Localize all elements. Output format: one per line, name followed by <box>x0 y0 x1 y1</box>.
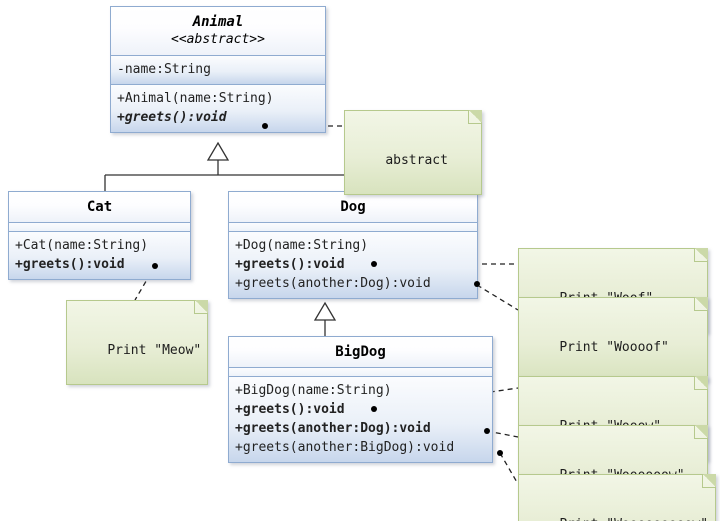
class-name-text: Animal <box>192 14 244 30</box>
class-box-cat[interactable]: Cat +Cat(name:String) +greets():void <box>8 191 191 280</box>
operation-row: +Dog(name:String) <box>235 238 369 253</box>
note-abstract[interactable]: abstract <box>344 110 482 195</box>
class-name-text: Dog <box>340 199 366 215</box>
class-operations-bigdog: +BigDog(name:String) +greets():void +gre… <box>229 377 492 462</box>
class-box-animal[interactable]: Animal <<abstract>> -name:String +Animal… <box>110 6 326 133</box>
note-fold-corner <box>694 376 708 390</box>
class-name-animal: Animal <<abstract>> <box>111 7 325 56</box>
note-fold-corner <box>694 425 708 439</box>
class-name-text: BigDog <box>335 344 386 360</box>
note-text: Print "Meow" <box>107 343 202 358</box>
operation-row: +Animal(name:String) <box>117 91 274 106</box>
operation-row: +greets():void <box>235 402 345 417</box>
operation-row: +greets(another:BigDog):void <box>235 440 455 455</box>
class-name-bigdog: BigDog <box>229 337 492 368</box>
generalization-bigdog-dog <box>313 301 337 336</box>
class-name-cat: Cat <box>9 192 190 223</box>
operation-row: +BigDog(name:String) <box>235 383 392 398</box>
operation-row: +greets():void <box>117 110 227 125</box>
note-anchor-dot <box>497 450 503 456</box>
class-name-dog: Dog <box>229 192 477 223</box>
note-text: Print "Wooooooooow" <box>559 517 708 521</box>
class-attributes-cat <box>9 223 190 232</box>
note-wooooooooow[interactable]: Print "Wooooooooow" <box>518 474 716 521</box>
class-operations-dog: +Dog(name:String) +greets():void +greets… <box>229 232 477 298</box>
note-fold-corner <box>468 110 482 124</box>
operation-row: +greets():void <box>235 257 345 272</box>
note-fold-corner <box>702 474 716 488</box>
class-name-text: Cat <box>86 199 113 215</box>
note-text: Print "Woooof" <box>559 340 669 355</box>
operation-row: +greets(another:Dog):void <box>235 276 431 291</box>
operation-row: +greets():void <box>15 257 125 272</box>
note-meow[interactable]: Print "Meow" <box>66 300 208 385</box>
note-fold-corner <box>694 297 708 311</box>
note-fold-corner <box>694 248 708 262</box>
note-anchor-dot <box>262 123 268 129</box>
note-anchor-dot <box>484 428 490 434</box>
class-box-bigdog[interactable]: BigDog +BigDog(name:String) +greets():vo… <box>228 336 493 463</box>
attribute-row: -name:String <box>117 62 211 77</box>
note-woooof[interactable]: Print "Woooof" <box>518 297 708 382</box>
note-fold-corner <box>194 300 208 314</box>
note-text: abstract <box>385 153 448 168</box>
note-anchor-dot <box>474 281 480 287</box>
class-box-dog[interactable]: Dog +Dog(name:String) +greets():void +gr… <box>228 191 478 299</box>
class-stereotype: <<abstract>> <box>171 32 265 47</box>
operation-row: +greets(another:Dog):void <box>235 421 431 436</box>
operation-row: +Cat(name:String) <box>15 238 149 253</box>
note-anchor-dot <box>152 263 158 269</box>
class-attributes-dog <box>229 223 477 232</box>
class-attributes-bigdog <box>229 368 492 377</box>
note-anchor-dot <box>371 261 377 267</box>
class-operations-animal: +Animal(name:String) +greets():void <box>111 85 325 132</box>
class-attributes-animal: -name:String <box>111 56 325 85</box>
generalization-animal <box>104 141 346 191</box>
class-operations-cat: +Cat(name:String) +greets():void <box>9 232 190 279</box>
note-anchor-dot <box>371 406 377 412</box>
